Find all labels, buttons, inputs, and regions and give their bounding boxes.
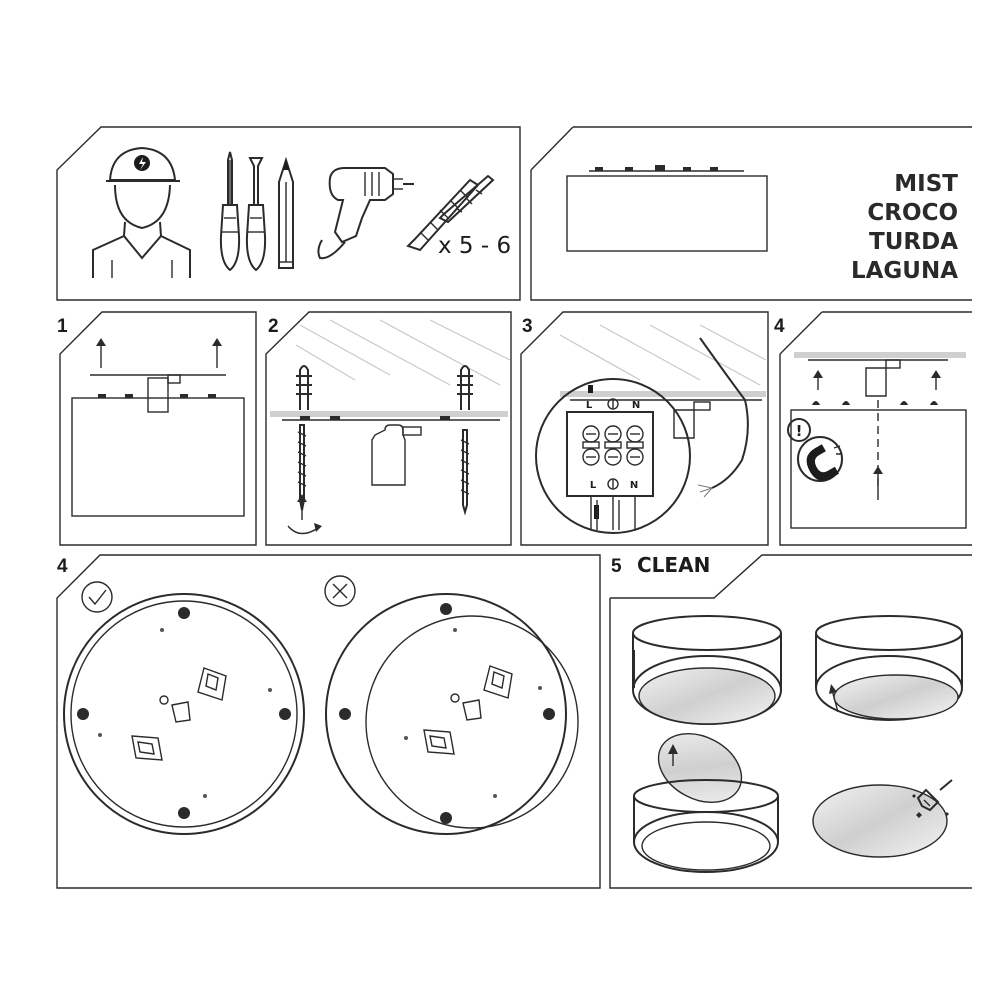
drill-icon (317, 167, 414, 260)
product-panel: MIST CROCO TURDA LAGUNA (530, 126, 972, 301)
terminal-magnifier (535, 378, 691, 534)
model-name-laguna: LAGUNA (851, 258, 958, 284)
terminal-label-bottom-neutral: N (630, 480, 638, 491)
quantity-label: x 5 - 6 (438, 233, 511, 259)
cross-icon (324, 575, 356, 607)
brush-icon (912, 779, 953, 818)
diffuser-cleaning-diagram (812, 779, 953, 858)
electrician-icon (92, 146, 191, 278)
step-2-panel: 2 (265, 311, 512, 546)
tools-panel: x 5 - 6 (56, 126, 521, 301)
magnet-icon (797, 436, 843, 482)
step-number: 4 (57, 556, 68, 577)
svg-text:!: ! (796, 422, 803, 440)
step-1-panel: 1 (57, 311, 257, 546)
step-5-clean-panel: 5 CLEAN (609, 553, 972, 889)
lamp-diffuser-open-diagram (815, 615, 963, 721)
terminal-label-top-neutral: N (632, 400, 640, 411)
incorrect-mount-diagram (325, 593, 579, 835)
step-number: 1 (57, 316, 68, 337)
correct-mount-diagram (63, 593, 305, 835)
step-4-panel: 4 ! (774, 311, 972, 546)
step-number: 2 (268, 316, 279, 337)
pencil-icon (278, 156, 294, 269)
step-number: 5 (611, 556, 622, 577)
model-name-turda: TURDA (869, 229, 958, 255)
step-number: 3 (522, 316, 533, 337)
wall-plug-icon (406, 174, 495, 252)
lamp-diffuser-remove-diagram (633, 733, 779, 873)
step-4-mount-panel: 4 (56, 554, 601, 889)
check-icon (81, 581, 113, 613)
terminal-label-top-live: L (586, 400, 593, 411)
model-name-mist: MIST (894, 171, 958, 197)
screwdriver-icon (219, 151, 267, 272)
warning-icon: ! (787, 418, 811, 442)
terminal-label-bottom-live: L (590, 480, 597, 491)
lamp-shade-diagram (632, 615, 782, 725)
model-name-croco: CROCO (867, 200, 958, 226)
clean-label: CLEAN (637, 553, 710, 577)
step-3-panel: 3 L N L N (520, 311, 769, 546)
step-number: 4 (774, 316, 785, 337)
